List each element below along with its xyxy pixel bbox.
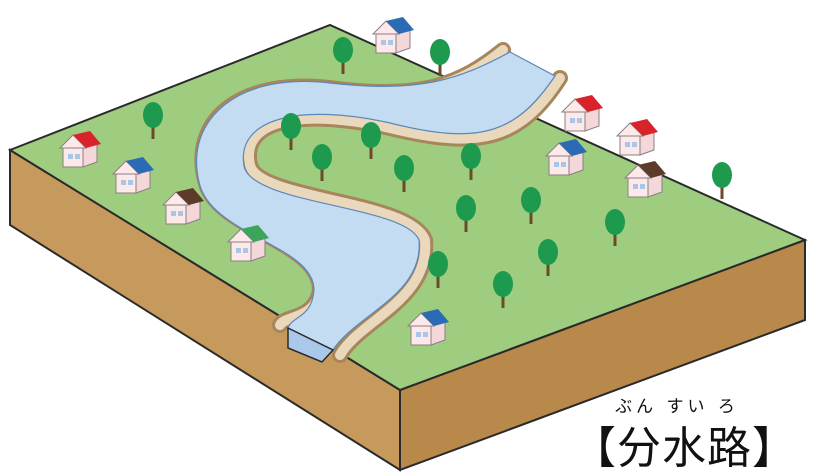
house	[562, 95, 603, 131]
house	[617, 119, 658, 155]
house	[373, 17, 414, 53]
tree	[430, 39, 450, 76]
caption-title: 【分水路】	[572, 412, 782, 476]
caption: ぶん すい ろ 【分水路】	[572, 392, 782, 472]
tree	[712, 162, 732, 199]
